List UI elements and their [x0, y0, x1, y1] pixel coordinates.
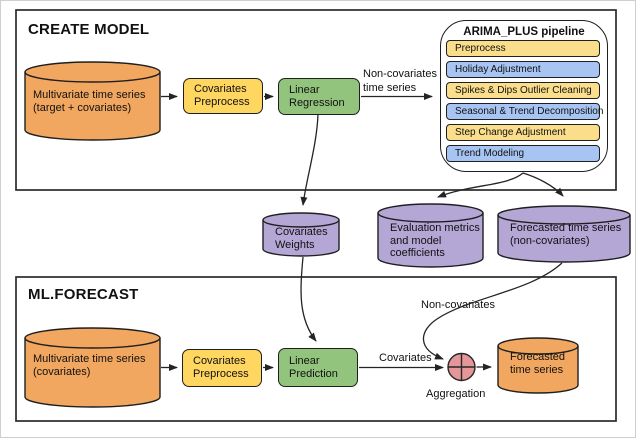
- create-model-title: CREATE MODEL: [28, 21, 150, 38]
- text-line: Linear: [289, 83, 320, 96]
- ml-forecast-section-border: [15, 276, 617, 422]
- arrow-pipeline-to-forecast-noncov: [522, 172, 564, 197]
- pipeline-step-preprocess: Preprocess: [446, 40, 600, 57]
- aggregation-node-icon: [447, 352, 476, 382]
- covariates-weights-cylinder: [262, 212, 340, 257]
- covariates-weights-label: Covariates Weights: [275, 226, 328, 251]
- forecasted-noncovariates-label: Forecasted time series (non-covariates): [510, 222, 621, 247]
- multivariate-covariates-cylinder: [24, 327, 161, 408]
- pipeline-step-holiday-adjustment: Holiday Adjustment: [446, 61, 600, 78]
- text-line: Multivariate time series: [33, 89, 146, 101]
- text-line: Covariates: [275, 226, 328, 238]
- covariates-label: Covariates: [379, 352, 432, 364]
- text-line: Preprocess: [194, 96, 250, 108]
- multivariate-target-covariates-cylinder: [24, 61, 161, 141]
- pipeline-step-trend-modeling: Trend Modeling: [446, 145, 600, 162]
- covariates-preprocess-box-2: Covariates Preprocess: [182, 349, 262, 387]
- text-line: time series: [363, 81, 417, 94]
- ml-forecast-title: ML.FORECAST: [28, 286, 139, 303]
- text-line: (non-covariates): [510, 234, 590, 247]
- forecasted-output-label: Forecasted time series: [510, 351, 565, 376]
- source-cylinder-label: Multivariate time series (target + covar…: [33, 89, 145, 115]
- arrow-weights-to-prediction: [300, 256, 317, 342]
- text-line: Evaluation metrics: [390, 222, 480, 234]
- text-line: time series: [510, 363, 564, 376]
- pipeline-step-step-change-adjustment: Step Change Adjustment: [446, 124, 600, 141]
- text-line: (target + covariates): [33, 102, 132, 114]
- aggregation-label: Aggregation: [426, 388, 486, 400]
- forecasted-noncovariates-cylinder: [497, 205, 631, 263]
- pipeline-step-spikes-dips-outlier-cleaning: Spikes & Dips Outlier Cleaning: [446, 82, 600, 99]
- text-line: Forecasted: [510, 351, 566, 363]
- text-line: Weights: [275, 238, 315, 251]
- text-line: Non-covariates: [363, 68, 437, 80]
- forecasted-time-series-cylinder: [497, 337, 579, 394]
- evaluation-metrics-label: Evaluation metrics and model coefficient…: [390, 222, 480, 260]
- text-line: Linear: [289, 354, 320, 367]
- pipeline-title: ARIMA_PLUS pipeline: [463, 26, 585, 38]
- create-model-section-border: [15, 9, 617, 191]
- arrow-pipeline-to-evaluation: [437, 172, 524, 198]
- noncovariates-time-series-label: Non-covariates time series: [363, 68, 437, 95]
- pipeline-step-seasonal-trend-decomposition: Seasonal & Trend Decomposition: [446, 103, 603, 120]
- covariates-preprocess-box: Covariates Preprocess: [183, 78, 263, 114]
- text-line: Covariates: [193, 355, 246, 367]
- linear-prediction-box: Linear Prediction: [278, 348, 358, 387]
- text-line: Prediction: [289, 367, 338, 380]
- text-line: Preprocess: [193, 368, 249, 380]
- text-line: Forecasted time series: [510, 222, 622, 234]
- linear-regression-box: Linear Regression: [278, 78, 360, 115]
- evaluation-metrics-cylinder: [377, 203, 484, 268]
- arrow-regression-to-weights: [300, 113, 319, 206]
- source-covariates-cylinder-label: Multivariate time series (covariates): [33, 353, 145, 379]
- arrow-noncov-to-aggregation: [422, 262, 563, 360]
- arima-plus-pipeline-box: ARIMA_PLUS pipeline Preprocess Holiday A…: [440, 20, 608, 172]
- text-line: Multivariate time series: [33, 353, 146, 365]
- text-line: (covariates): [33, 366, 91, 378]
- text-line: Regression: [289, 96, 345, 109]
- text-line: and model: [390, 234, 442, 247]
- text-line: coefficients: [390, 247, 445, 259]
- text-line: Covariates: [194, 83, 247, 95]
- non-covariates-label: Non-covariates: [421, 299, 495, 311]
